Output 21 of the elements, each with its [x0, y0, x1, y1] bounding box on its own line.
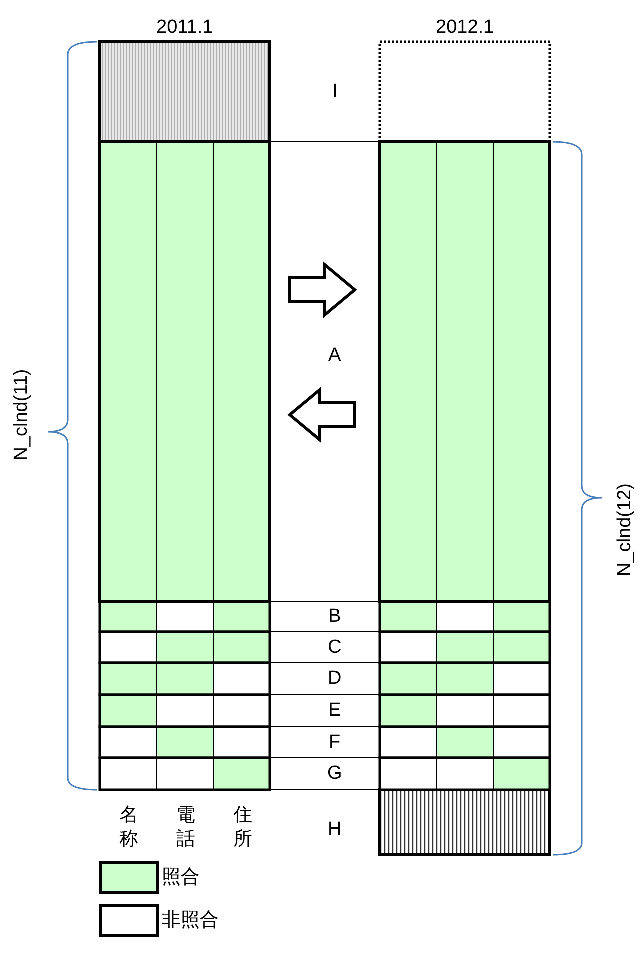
row-label: I	[332, 81, 338, 103]
row-label: D	[328, 668, 342, 690]
row-label: C	[328, 637, 342, 659]
row-label: A	[328, 345, 342, 367]
row-label: F	[329, 732, 341, 754]
dotted-block	[378, 40, 552, 144]
legend-label: 照合	[162, 867, 200, 889]
brace-label: N_clnd(12)	[614, 484, 636, 576]
brace-label: N_clnd(11)	[10, 369, 33, 461]
row-label: H	[328, 819, 342, 841]
row-label: E	[328, 700, 342, 722]
row-label: G	[328, 763, 342, 785]
hatched-block	[378, 788, 552, 856]
column-header: 名称	[119, 804, 139, 852]
row-label: B	[328, 606, 342, 628]
column-header: 住所	[233, 804, 253, 852]
hatched-block	[98, 40, 272, 144]
legend-label: 非照合	[162, 910, 219, 932]
year-label: 2011.1	[156, 17, 214, 39]
year-label: 2012.1	[436, 17, 494, 39]
column-header: 電話	[176, 804, 196, 852]
